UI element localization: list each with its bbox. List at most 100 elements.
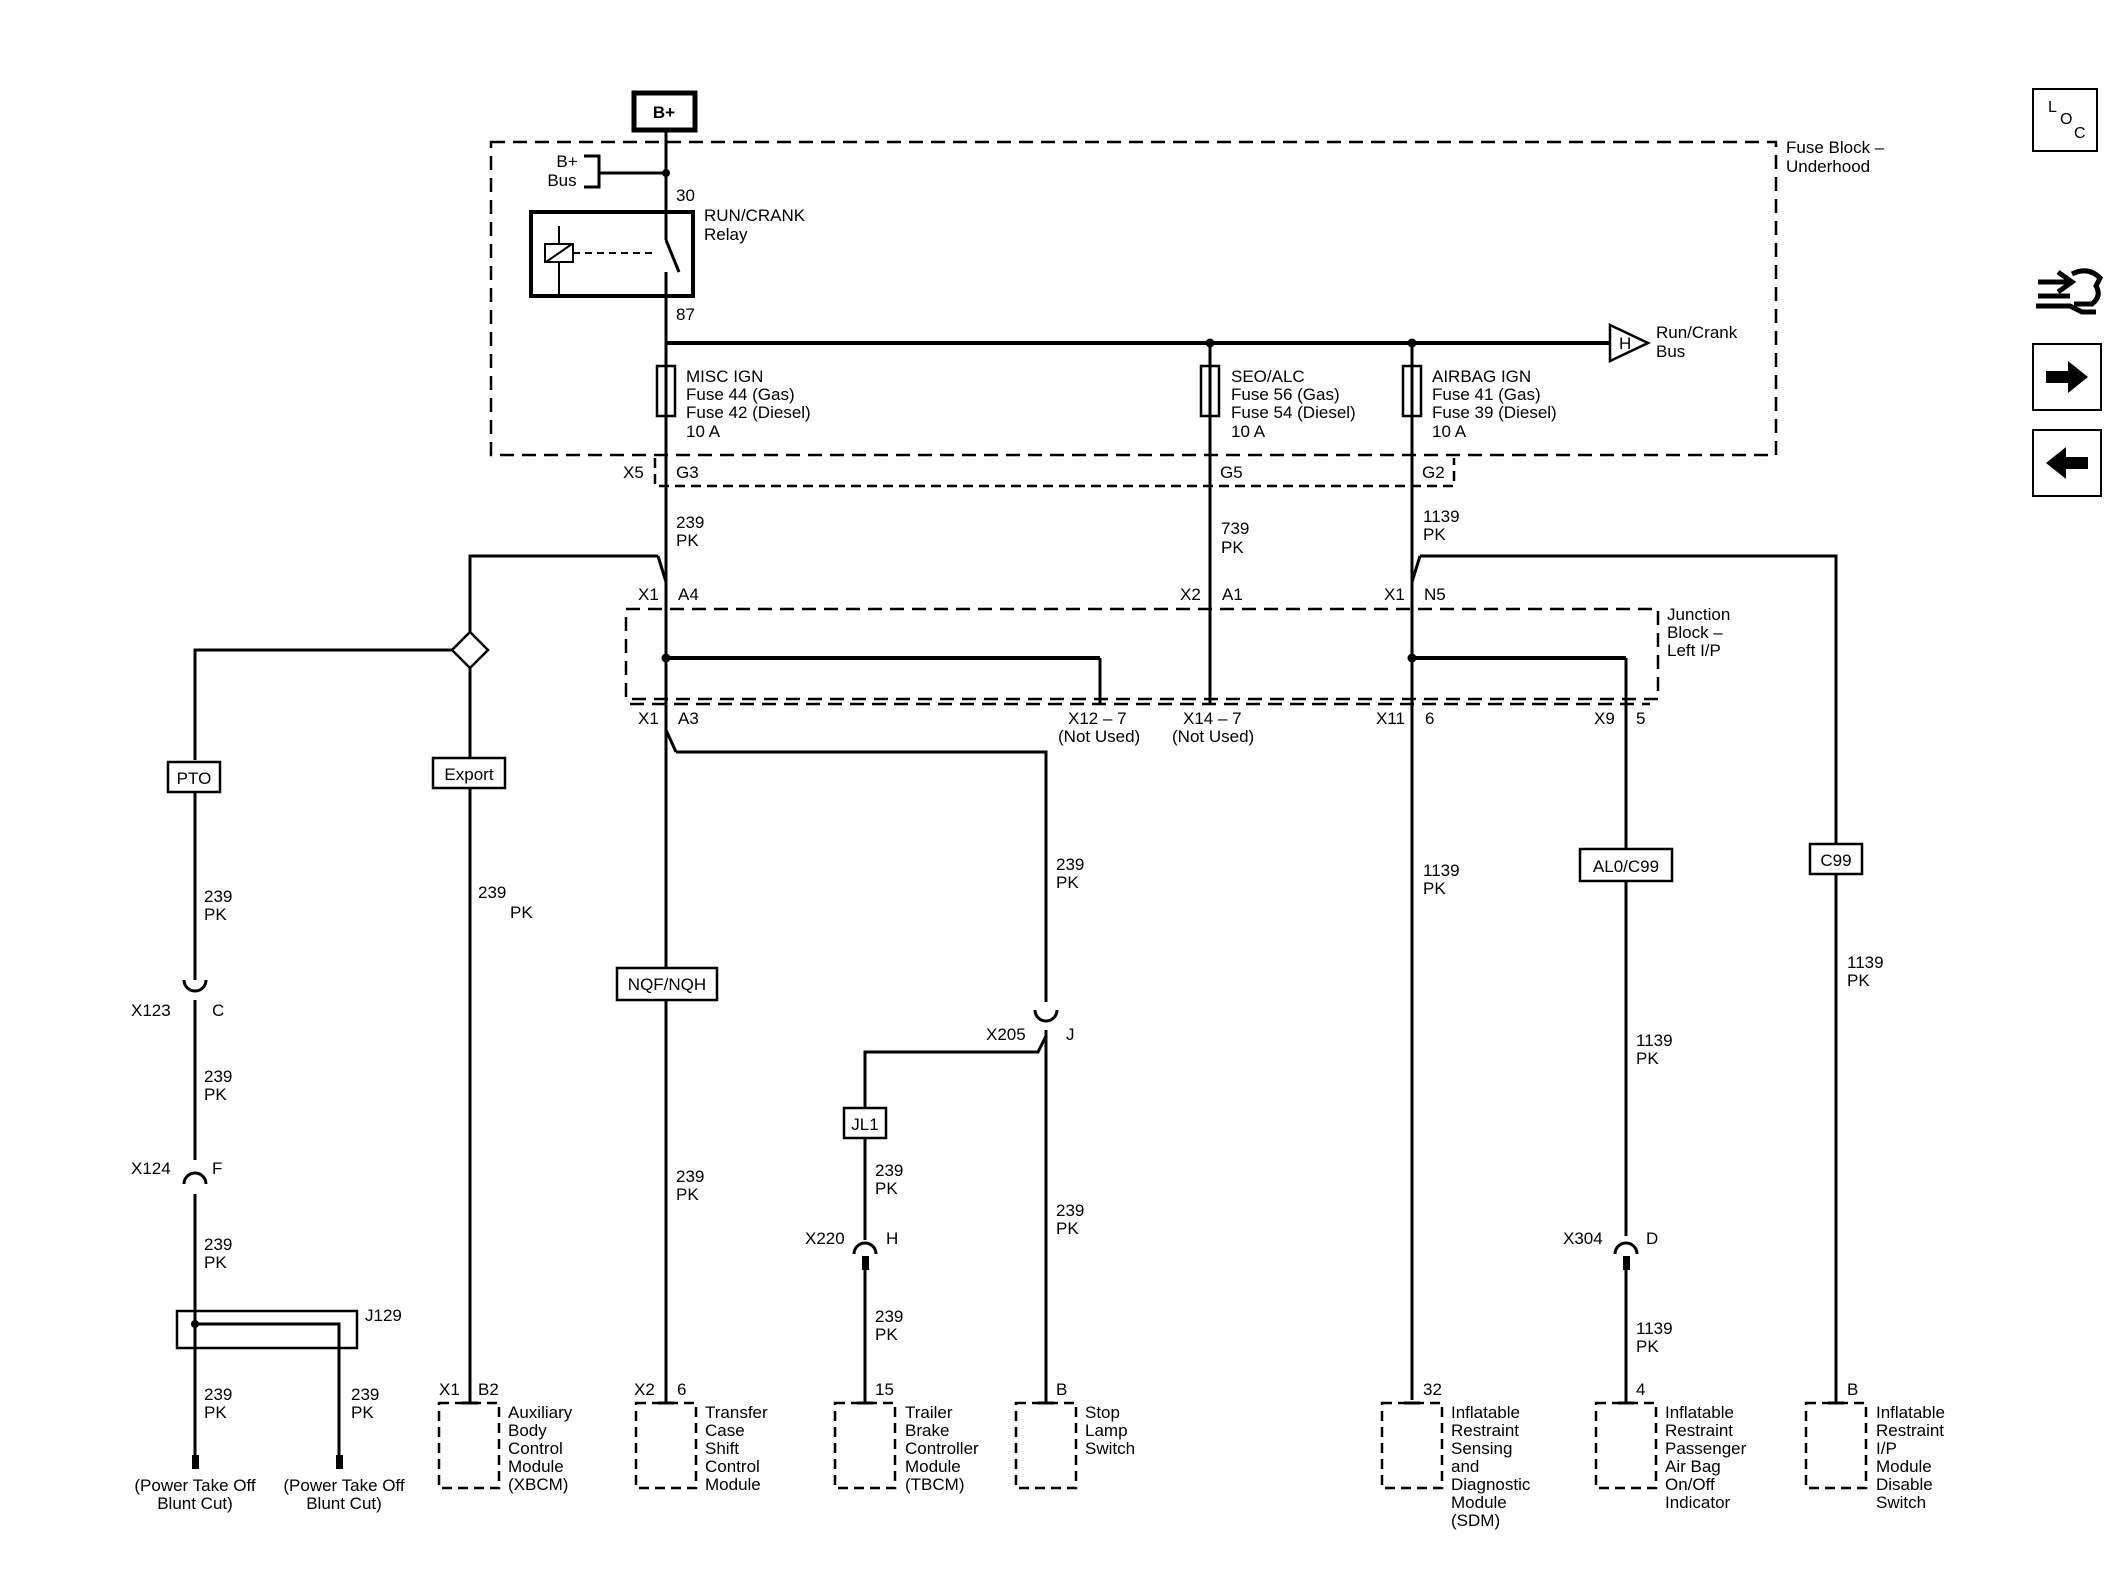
- jb-bot-x12-note: (Not Used): [1058, 727, 1140, 746]
- wire-239-pk-pto-1b: PK: [204, 905, 227, 924]
- x124-pin: F: [212, 1159, 222, 1178]
- wire-to-c99: [1420, 554, 1838, 858]
- x5-label: X5: [623, 463, 644, 482]
- pin-g3: G3: [676, 463, 699, 482]
- svg-text:10 A: 10 A: [1432, 422, 1467, 441]
- fuse-block-title-1: Fuse Block –: [1786, 138, 1885, 157]
- wire-1139-disable-b: PK: [1847, 971, 1870, 990]
- svg-text:On/Off: On/Off: [1665, 1475, 1715, 1494]
- svg-text:Body: Body: [508, 1421, 547, 1440]
- svg-text:Fuse 42 (Diesel): Fuse 42 (Diesel): [686, 403, 811, 422]
- run-crank-bus-label-1: Run/Crank: [1656, 323, 1738, 342]
- svg-text:Restraint: Restraint: [1876, 1421, 1944, 1440]
- wire-239-pk-pto-3b: PK: [204, 1253, 227, 1272]
- pin-g5: G5: [1220, 463, 1243, 482]
- svg-text:(TBCM): (TBCM): [905, 1475, 964, 1494]
- svg-text:4: 4: [1636, 1380, 1645, 1399]
- svg-text:Auxiliary: Auxiliary: [508, 1403, 573, 1422]
- run-crank-relay: [529, 210, 695, 298]
- svg-text:O: O: [2060, 111, 2072, 128]
- svg-text:Transfer: Transfer: [705, 1403, 768, 1422]
- next-page-button[interactable]: [2032, 343, 2102, 411]
- svg-text:15: 15: [875, 1380, 894, 1399]
- jb-title-3: Left I/P: [1667, 641, 1721, 660]
- svg-text:32: 32: [1423, 1380, 1442, 1399]
- run-crank-bus-arrow: [1608, 323, 1651, 363]
- connector-end-view-button[interactable]: [2030, 252, 2106, 328]
- run-crank-bus-label-2: Bus: [1656, 342, 1685, 361]
- wire-1139-disable-a: 1139: [1847, 953, 1884, 972]
- svg-text:Sensing: Sensing: [1451, 1439, 1512, 1458]
- svg-text:10 A: 10 A: [1231, 422, 1266, 441]
- splice-diamond: [450, 630, 490, 670]
- svg-text:AIRBAG IGN: AIRBAG IGN: [1432, 367, 1531, 386]
- svg-text:Diagnostic: Diagnostic: [1451, 1475, 1531, 1494]
- wire-239-pk-pto-2b: PK: [204, 1085, 227, 1104]
- wire-239-stop-b: PK: [1056, 1219, 1079, 1238]
- svg-text:Bus: Bus: [547, 171, 576, 190]
- wire-739-pk-a: 739: [1221, 519, 1249, 538]
- svg-text:MISC IGN: MISC IGN: [686, 367, 763, 386]
- svg-text:Controller: Controller: [905, 1439, 979, 1458]
- pto-output-1-line2: Blunt Cut): [157, 1494, 233, 1513]
- x205-pin: J: [1066, 1025, 1075, 1044]
- wire-239-jl1-1a: 239: [875, 1161, 903, 1180]
- wire-239-x205-a: 239: [1056, 855, 1084, 874]
- svg-text:B: B: [1056, 1380, 1067, 1399]
- svg-text:Control: Control: [508, 1439, 563, 1458]
- svg-text:Fuse 54 (Diesel): Fuse 54 (Diesel): [1231, 403, 1356, 422]
- svg-text:Fuse 39 (Diesel): Fuse 39 (Diesel): [1432, 403, 1557, 422]
- jb-bot-x11: X11: [1376, 709, 1405, 728]
- pto-output-2-line1: (Power Take Off: [283, 1476, 405, 1495]
- svg-text:Module: Module: [1876, 1457, 1932, 1476]
- connector-x124-symbol: [182, 1171, 208, 1185]
- svg-text:Case: Case: [705, 1421, 745, 1440]
- jb-bot-pin-5: 5: [1636, 709, 1645, 728]
- svg-text:Switch: Switch: [1085, 1439, 1135, 1458]
- jb-title-1: Junction: [1667, 605, 1730, 624]
- svg-text:Fuse 44 (Gas): Fuse 44 (Gas): [686, 385, 795, 404]
- pin-g2: G2: [1422, 463, 1445, 482]
- x220-conn: X220: [805, 1229, 845, 1248]
- jb-bot-x14-7: X14 – 7: [1183, 709, 1242, 728]
- connector-x205-symbol: [1033, 1009, 1059, 1023]
- svg-text:Fuse 41 (Gas): Fuse 41 (Gas): [1432, 385, 1541, 404]
- svg-text:Passenger: Passenger: [1665, 1439, 1747, 1458]
- arrow-left-icon: [2046, 447, 2088, 479]
- wire-239-pk-1-a: 239: [676, 513, 704, 532]
- wire-239-jl1-2a: 239: [875, 1307, 903, 1326]
- wire-239-pk-1-b: PK: [676, 531, 699, 550]
- wire-239-pk-pto-1a: 239: [204, 887, 232, 906]
- previous-page-button[interactable]: [2032, 429, 2102, 497]
- wire-1139-pk-1-a: 1139: [1423, 507, 1460, 526]
- jb-top-x1-b: X1: [1384, 585, 1405, 604]
- component-trailer-brake-controller-module: 15 Trailer Brake Controller Module (TBCM…: [833, 1380, 979, 1494]
- relay-pin-87: 87: [676, 305, 695, 324]
- jb-top-x2: X2: [1180, 585, 1201, 604]
- jb-bot-pin-6: 6: [1425, 709, 1434, 728]
- component-locator-button[interactable]: L O C: [2032, 88, 2098, 152]
- component-xbcm: X1 B2 Auxiliary Body Control Module (XBC…: [437, 1380, 573, 1494]
- x220-pin: H: [886, 1229, 898, 1248]
- wire-239-pk-pto-4a: 239: [204, 1385, 232, 1404]
- pto-output-2-line2: Blunt Cut): [306, 1494, 382, 1513]
- pto-output-1-line1: (Power Take Off: [134, 1476, 256, 1495]
- connector-x220-symbol: [852, 1241, 878, 1255]
- relay-pin-30: 30: [676, 186, 695, 205]
- option-al0-c99-label: AL0/C99: [1593, 857, 1659, 876]
- svg-text:Module: Module: [1451, 1493, 1507, 1512]
- fuse-airbag-ign: AIRBAG IGN Fuse 41 (Gas) Fuse 39 (Diesel…: [1401, 343, 1557, 441]
- svg-text:Indicator: Indicator: [1665, 1493, 1731, 1512]
- wire-1139-paob-1b: PK: [1636, 1049, 1659, 1068]
- wire-239-nqf-b: PK: [676, 1185, 699, 1204]
- junction-block-left-ip-border: [624, 607, 1660, 701]
- jb-bot-x9: X9: [1594, 709, 1615, 728]
- svg-text:6: 6: [677, 1380, 686, 1399]
- jb-top-a4: A4: [678, 585, 699, 604]
- wire-1139-pk-1-b: PK: [1423, 525, 1446, 544]
- svg-text:10 A: 10 A: [686, 422, 721, 441]
- option-pto-box: [166, 760, 222, 794]
- splice-j129: [175, 1309, 359, 1350]
- svg-text:Brake: Brake: [905, 1421, 949, 1440]
- jb-bot-x14-note: (Not Used): [1172, 727, 1254, 746]
